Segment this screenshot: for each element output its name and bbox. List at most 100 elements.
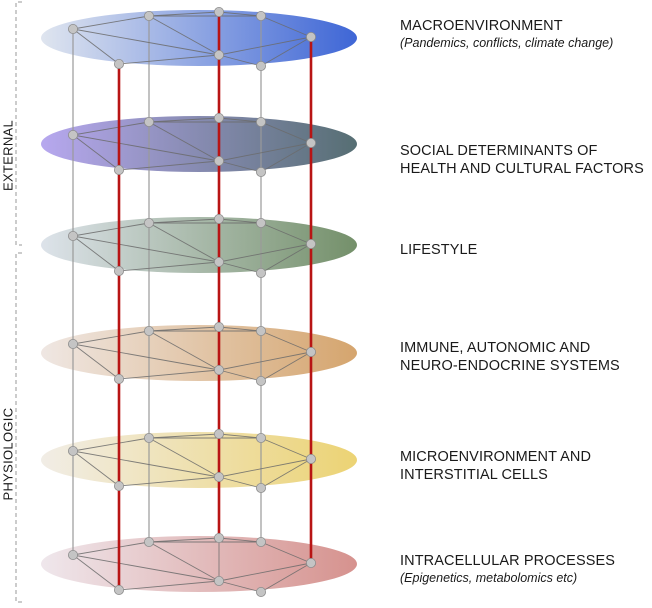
network-node [255, 61, 266, 72]
network-edge [218, 142, 312, 162]
network-edge [118, 476, 220, 487]
label-micro: MICROENVIRONMENT AND INTERSTITIAL CELLS [400, 448, 591, 484]
network-edge [72, 330, 150, 345]
network-node [213, 50, 224, 61]
network-edge [72, 28, 120, 65]
network-edge [218, 218, 262, 224]
network-edge [218, 117, 262, 123]
network-node [305, 32, 316, 43]
network-edge [72, 15, 150, 30]
network-node [68, 445, 79, 456]
network-node [255, 375, 266, 386]
layer-subtitle: (Epigenetics, metabolomics etc) [400, 571, 578, 585]
network-edge [218, 160, 262, 173]
layer-subtitle: (Pandemics, conflicts, climate change) [400, 36, 614, 50]
layer-title-line: HEALTH AND CULTURAL FACTORS [400, 161, 644, 177]
layer-discs [41, 10, 357, 592]
network-node [255, 267, 266, 278]
network-node [68, 129, 79, 140]
network-edge [72, 554, 120, 591]
network-edge [118, 369, 220, 380]
layer-title-line: MICROENVIRONMENT AND [400, 449, 592, 465]
network-edge [260, 142, 312, 173]
bracket-physiologic [15, 252, 22, 603]
label-lifestyle: LIFESTYLE [400, 241, 477, 259]
network-edge [260, 541, 312, 564]
layer-title-line: LIFESTYLE [400, 242, 478, 258]
network-edge [148, 330, 220, 371]
network-edge [72, 28, 220, 56]
network-node [114, 164, 125, 175]
network-edge [148, 15, 220, 56]
network-edge [260, 458, 312, 489]
network-edge [218, 537, 262, 543]
network-edge [72, 450, 220, 478]
network-edge [72, 222, 150, 237]
network-edge [218, 261, 262, 274]
network-edge [148, 222, 220, 263]
network-node [68, 230, 79, 241]
network-edge [72, 437, 150, 452]
label-macro: MACROENVIRONMENT (Pandemics, conflicts, c… [400, 17, 613, 52]
network-edge [148, 437, 220, 478]
network-edge [118, 261, 220, 272]
network-node [213, 471, 224, 482]
layer-nodes [68, 7, 316, 598]
network-edge [260, 36, 312, 67]
network-edge [218, 54, 262, 67]
network-edge [72, 554, 220, 582]
network-node [305, 453, 316, 464]
network-node [213, 7, 224, 17]
layer-title-line: SOCIAL DETERMINANTS OF [400, 143, 598, 159]
network-edge [218, 326, 262, 332]
group-label-external: EXTERNAL [0, 119, 16, 192]
network-node [143, 325, 154, 336]
label-social: SOCIAL DETERMINANTS OF HEALTH AND CULTURA… [400, 142, 644, 178]
group-brackets [15, 1, 22, 603]
network-edge [260, 562, 312, 593]
network-edge [260, 121, 312, 144]
layer-title-line: IMMUNE, AUTONOMIC AND [400, 340, 591, 356]
layer-title-line: INTRACELLULAR PROCESSES [400, 553, 616, 569]
network-node [213, 576, 224, 587]
layer-title-line: MACROENVIRONMENT [400, 18, 563, 34]
network-node [114, 480, 125, 491]
network-node [143, 10, 154, 21]
network-edge [148, 218, 220, 224]
network-edge [148, 326, 220, 332]
disc-macro [41, 10, 357, 66]
network-node [255, 166, 266, 177]
network-edge [218, 11, 262, 17]
network-edge [148, 537, 220, 543]
network-node [114, 59, 125, 70]
network-edge [72, 450, 120, 487]
network-node [68, 550, 79, 561]
network-edge [148, 121, 220, 162]
network-edge [218, 433, 262, 439]
red-connectors [117, 12, 313, 590]
network-edge [72, 343, 220, 371]
network-node [213, 256, 224, 267]
network-node [213, 428, 224, 439]
network-edge [118, 160, 220, 171]
network-edge [260, 15, 312, 38]
network-edge [218, 458, 312, 478]
network-node [143, 432, 154, 443]
network-edge [260, 243, 312, 274]
bracket-external [15, 1, 22, 246]
network-node [213, 321, 224, 332]
network-node [213, 213, 224, 224]
network-edge [218, 476, 262, 489]
network-node [68, 338, 79, 349]
network-node [114, 373, 125, 384]
layer-title-line: INTERSTITIAL CELLS [400, 467, 548, 483]
network-node [305, 137, 316, 148]
network-edge [118, 54, 220, 65]
network-edge [218, 562, 312, 582]
network-edge [260, 222, 312, 245]
network-node [255, 325, 266, 336]
network-edge [148, 541, 220, 582]
network-node [305, 558, 316, 569]
network-node [255, 10, 266, 21]
network-edge [72, 134, 120, 171]
